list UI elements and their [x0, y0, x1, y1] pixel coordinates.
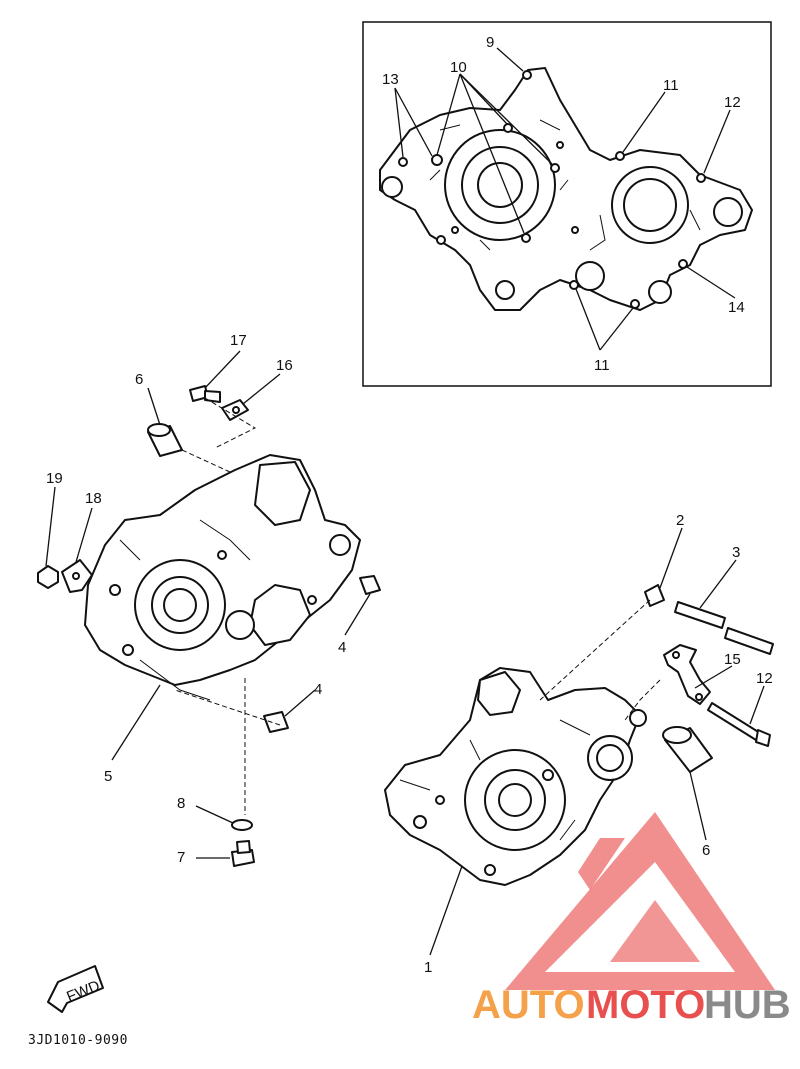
callout-14: 14: [728, 299, 745, 316]
drain-bolt-part-7: [231, 840, 255, 867]
callout-19: 19: [46, 470, 63, 487]
clamp-part-16: [221, 399, 249, 421]
callout-9: 9: [486, 34, 494, 51]
callout-3: 3: [732, 544, 740, 561]
inset-leader-lines: [394, 47, 736, 351]
fitting-part-2: [644, 584, 665, 607]
dowel-pin-part-4-upper: [359, 575, 381, 595]
callout-18: 18: [85, 490, 102, 507]
catalog-code: 3JD1010-9090: [28, 1033, 128, 1048]
inset-frame: [362, 21, 772, 387]
callout-4-lower: 4: [314, 681, 322, 698]
callout-5: 5: [104, 768, 112, 785]
callout-2: 2: [676, 512, 684, 529]
pin-part-3-b: [724, 627, 774, 655]
watermark-brand-part3: HUB: [704, 983, 791, 1027]
callout-17: 17: [230, 332, 247, 349]
bolt-part-17: [189, 385, 221, 403]
watermark-logo: [505, 812, 775, 990]
right-leader-lines: [429, 527, 765, 956]
plate-part-18: [61, 559, 93, 593]
callout-labels: 9 10 13 11 12 14 11 17 16 6 19 18 4 4 5 …: [46, 34, 773, 976]
bolt-part-12: [707, 702, 771, 747]
callout-13: 13: [382, 71, 399, 88]
callout-11-inset-top: 11: [663, 77, 679, 94]
right-crankcase-part-1: [384, 667, 647, 886]
pin-part-3-a: [674, 601, 726, 629]
watermark-brand-part2: MOTO: [586, 983, 705, 1027]
callout-6-right: 6: [702, 842, 710, 859]
callout-10: 10: [450, 59, 467, 76]
forward-arrow: FWD: [47, 965, 104, 1013]
dowel-bushing-part-6-left: [147, 423, 183, 457]
callout-11-inset-bottom: 11: [594, 357, 610, 374]
watermark-triangle-icon: [505, 812, 775, 990]
callout-4-upper: 4: [338, 639, 346, 656]
callout-15: 15: [724, 651, 741, 668]
callout-7: 7: [177, 849, 185, 866]
watermark-brand-part1: AUTO: [472, 983, 585, 1027]
callout-16: 16: [276, 357, 293, 374]
washer-part-8: [231, 819, 253, 831]
callout-12: 12: [756, 670, 773, 687]
dowel-bushing-part-6-right: [662, 726, 713, 773]
bracket-part-15: [663, 644, 711, 705]
inset-crankcase-half: [379, 67, 753, 311]
callout-6-left: 6: [135, 371, 143, 388]
callout-8: 8: [177, 795, 185, 812]
dowel-pin-part-4-lower: [263, 711, 289, 733]
nut-part-19: [37, 565, 59, 589]
watermark-brand: AUTO MOTO HUB: [472, 983, 791, 1027]
left-crankcase-part-5: [84, 454, 361, 701]
callout-12-inset: 12: [724, 94, 741, 111]
callout-1: 1: [424, 959, 432, 976]
left-leader-lines: [45, 350, 371, 859]
